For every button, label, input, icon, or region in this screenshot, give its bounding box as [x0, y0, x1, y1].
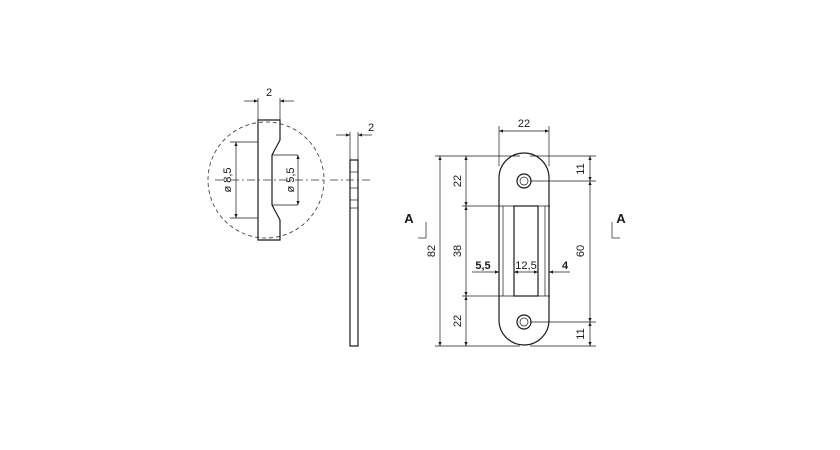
- dim-top-label: 2: [266, 87, 272, 99]
- bottom-screw-hole-inner: [519, 317, 529, 327]
- side-hole-hatch-bottom: [349, 199, 359, 209]
- dim-hole-spacing-label: 60: [575, 245, 587, 257]
- top-screw-hole-inner: [519, 176, 529, 186]
- plate-side-outline: [349, 159, 359, 347]
- dim-outer-dia-label: ø 8,5: [222, 167, 234, 192]
- dim-thickness-label: 2: [368, 122, 374, 134]
- dim-inner-dia-label: ø 5,5: [285, 167, 297, 192]
- countersink-extension-lines: [272, 154, 298, 206]
- dim-slot-height-label: 38: [452, 245, 464, 257]
- latch-slot: [513, 205, 539, 297]
- dim-slot-width-label: 12,5: [515, 260, 536, 272]
- front-view: 22 82 22 38 22 11 60 11 5,5: [404, 118, 626, 347]
- dim-left-margin-label: 5,5: [475, 260, 490, 272]
- dim-right-margin-label: 4: [562, 260, 569, 272]
- slot-bevel-lines: [502, 206, 546, 296]
- dim-width-label: 22: [518, 118, 530, 130]
- dim-bottom-hole-offset-label: 22: [452, 315, 464, 327]
- bottom-screw-hole: [516, 314, 532, 330]
- dim-bottom-edge-label: 11: [575, 328, 587, 339]
- detail-view: 2 ø 8,5 ø 5,5: [207, 87, 325, 241]
- section-mark-left: A: [404, 211, 414, 226]
- dim-total-height-label: 82: [426, 245, 438, 257]
- strike-plate-outline: [498, 152, 550, 346]
- dim-top-hole-offset-label: 22: [452, 175, 464, 187]
- top-screw-hole: [516, 173, 532, 189]
- dim-top-edge-label: 11: [575, 163, 587, 174]
- side-view: 2: [330, 122, 374, 347]
- section-mark-right: A: [616, 211, 626, 226]
